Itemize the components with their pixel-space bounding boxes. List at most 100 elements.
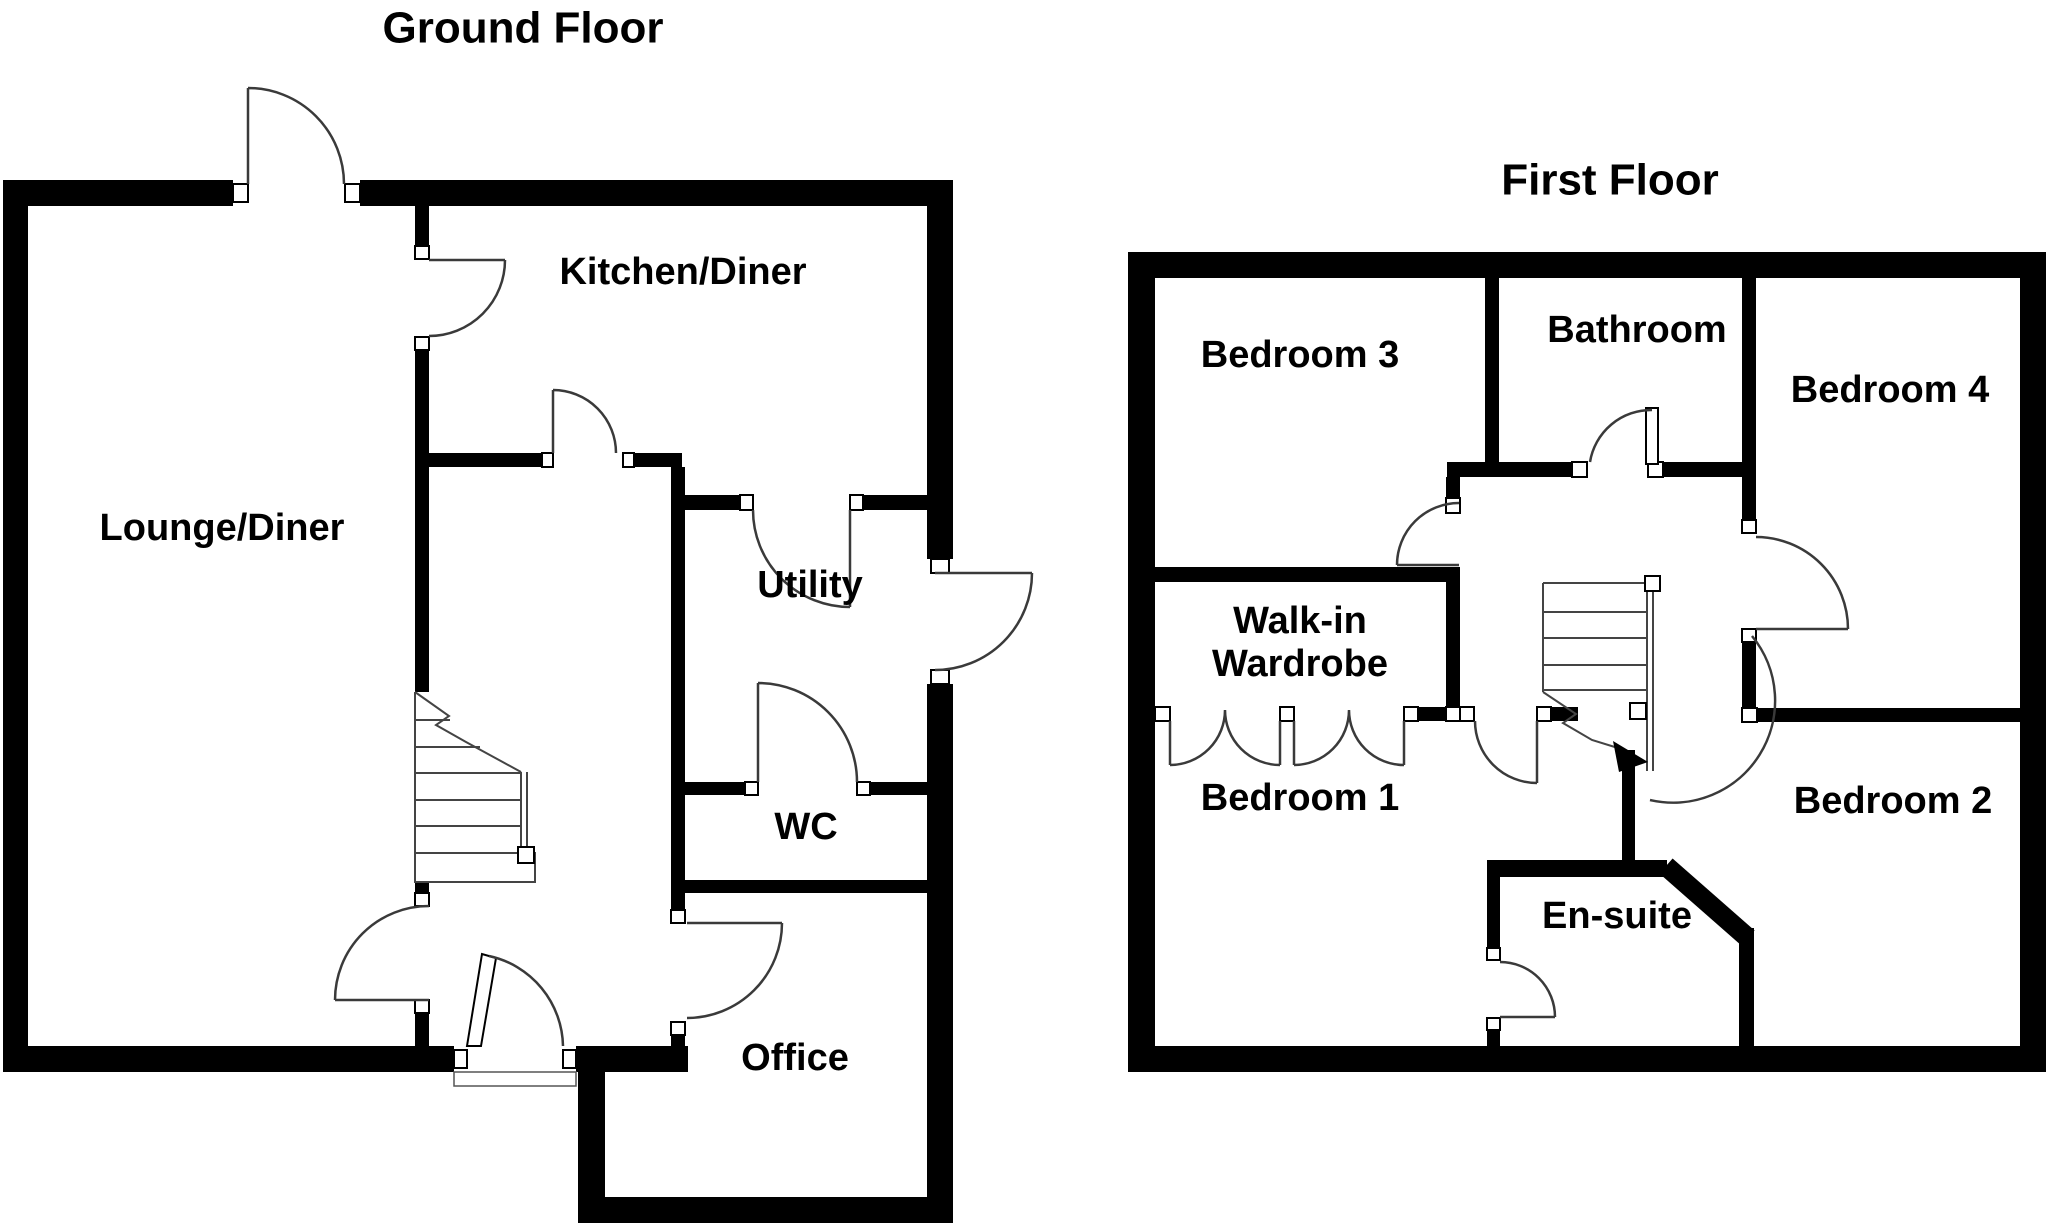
wall-right-upper (927, 180, 953, 559)
bifold-jamb-west (1154, 706, 1171, 722)
front-door-step (453, 1071, 577, 1087)
wall-hall-east-upper (671, 467, 685, 910)
ground-floor-doors (246, 86, 1034, 1087)
first-floor-door-jambs (1154, 461, 1758, 1031)
stair-direction-arrow (1613, 741, 1648, 772)
lounge-door-swing (333, 904, 430, 1002)
wall-ensuite-diagonal (1659, 858, 1755, 946)
stair-handrail-end-bottom (1629, 702, 1647, 720)
wall-partition-seg1 (415, 206, 429, 246)
kitchen-partition-door-swing (428, 258, 507, 338)
ground-floor-staircase (414, 691, 536, 883)
wall-ensuite-east (1739, 928, 1754, 1046)
bedroom3-door-jamb (1445, 497, 1461, 514)
wall-bedroom1-door-stub (1551, 707, 1578, 721)
stair-handrail-end (517, 846, 535, 864)
wall-utility-north-left (685, 495, 740, 510)
wall-wc-north-left (685, 782, 745, 795)
wall-office-bottom (578, 1197, 953, 1223)
bathroom-door-jamb-left (1571, 461, 1588, 478)
wall-bathroom-south-left (1447, 462, 1572, 477)
wall-ensuite-west-upper (1487, 877, 1500, 948)
office-door-jamb-top (670, 909, 686, 924)
kitchen-hall-door-swing (551, 388, 618, 454)
kitchen-door-jamb-top (414, 245, 430, 260)
room-label-wc: WC (774, 806, 837, 848)
room-label-utility: Utility (757, 564, 863, 606)
bathroom-door-leaf (1645, 407, 1659, 465)
bedroom3-door-swing (1395, 501, 1460, 567)
kitchen-door-jamb-bottom (414, 336, 430, 351)
rear-door-jamb-bottom (930, 669, 950, 685)
first-floor-title: First Floor (1501, 156, 1719, 205)
room-label-lounge-diner: Lounge/Diner (100, 507, 345, 549)
wall-left (1128, 252, 1155, 1072)
entrance-door-swing (246, 86, 346, 185)
wall-right-lower (927, 684, 953, 1223)
wall-bedroom3-bathroom (1485, 278, 1499, 462)
office-door-swing (686, 921, 784, 1020)
wall-stairwell-west (1622, 750, 1635, 877)
room-label-bedroom-4: Bedroom 4 (1791, 369, 1989, 411)
first-floor-room-labels: Bedroom 3 Bathroom Bedroom 4 Walk-in War… (1201, 309, 1992, 937)
wall-bifold-east-stub (1418, 707, 1446, 721)
bedroom1-door-jamb-right (1536, 706, 1552, 722)
entrance-door-jamb-left (232, 183, 249, 203)
bedroom2-door-swing (1649, 635, 1777, 804)
wall-bottom-left-segment (3, 1046, 454, 1072)
lounge-door-jamb-bottom (414, 999, 430, 1014)
office-door-jamb-bottom (670, 1021, 686, 1036)
wall-partition-seg2 (415, 350, 429, 692)
ground-floor-title: Ground Floor (382, 4, 663, 53)
room-label-bedroom-2: Bedroom 2 (1794, 780, 1992, 822)
utility-door-jamb-right (849, 494, 864, 511)
stair-stringer (520, 772, 528, 853)
wall-ensuite-west-lower (1487, 1030, 1500, 1046)
bedroom1-door-swing (1473, 720, 1539, 785)
wall-landing-bedroom4 (1742, 642, 1756, 708)
wall-top (1128, 252, 2046, 278)
stair-break-line (1542, 691, 1619, 749)
bifold-jamb-east (1403, 706, 1419, 722)
utility-door-swing (751, 509, 852, 609)
bedroom2-wall-jamb (1741, 707, 1758, 723)
lounge-door-jamb-top (414, 892, 430, 907)
wall-partition-seg3 (415, 882, 429, 893)
room-label-walk-in-wardrobe-line2: Wardrobe (1212, 643, 1388, 685)
stair-treads (1543, 611, 1647, 691)
rear-door-swing (934, 571, 1034, 672)
wall-top-right-segment (360, 180, 953, 206)
bedroom4-door-jamb-bottom (1741, 628, 1757, 643)
wardrobe-bifold-doors-left (1168, 709, 1282, 767)
first-floor-plan: First Floor (1128, 156, 2046, 1072)
wc-door-jamb-right (856, 781, 871, 796)
room-label-en-suite: En-suite (1542, 895, 1692, 937)
ensuite-door-jamb-bottom (1486, 1017, 1501, 1031)
wall-wc-south (685, 880, 927, 893)
room-label-walk-in-wardrobe-line1: Walk-in (1233, 600, 1367, 642)
wc-door-jamb-left (744, 781, 759, 796)
front-door-swing (488, 954, 565, 1047)
wall-left (3, 180, 28, 1072)
wall-wardrobe-east (1446, 582, 1460, 707)
bedroom4-door-swing (1755, 535, 1850, 631)
front-door-jamb-left (453, 1049, 468, 1069)
room-label-bedroom-1: Bedroom 1 (1201, 777, 1399, 819)
wall-right (2020, 252, 2046, 1072)
wall-kitchen-south-left (429, 453, 542, 467)
utility-door-jamb-left (739, 494, 754, 511)
stair-landing-box (414, 852, 536, 883)
ground-floor-walls (3, 180, 953, 1223)
wall-top-left-segment (3, 180, 233, 206)
wall-bathroom-south-right (1663, 462, 1742, 477)
front-door-jamb-right (562, 1049, 577, 1069)
ground-floor-door-jambs (232, 183, 950, 1069)
bathroom-door-swing (1588, 408, 1653, 463)
wall-ensuite-north (1487, 860, 1667, 877)
first-floor-doors (1168, 407, 1850, 1019)
wall-utility-north-right (863, 495, 927, 510)
stair-stringer (1646, 583, 1654, 771)
wall-wardrobe-north (1155, 567, 1460, 582)
room-label-office: Office (741, 1037, 849, 1079)
